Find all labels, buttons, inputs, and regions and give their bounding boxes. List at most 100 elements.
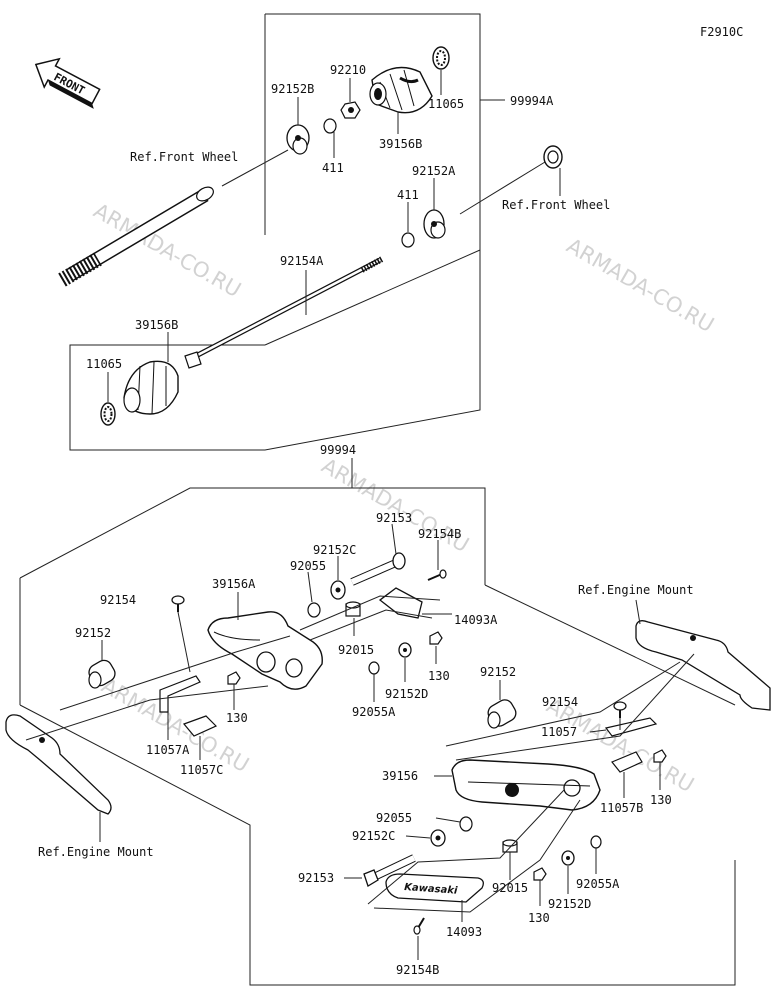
decal-text: Kawasaki xyxy=(404,882,458,897)
figure-code: F2910C xyxy=(700,25,743,39)
label-92015-bottom: 92015 xyxy=(492,881,528,895)
label-92055-top: 92055 xyxy=(290,559,326,573)
bottom-labels: 99994 92153 92154B 92152C 92055 39156A 9… xyxy=(38,443,694,977)
bolt-130-d xyxy=(533,867,547,881)
cap-11065-top xyxy=(432,46,450,70)
label-99994: 99994 xyxy=(320,443,356,457)
bolt-92153-top xyxy=(350,552,406,586)
screw-92154-right xyxy=(613,701,627,718)
decal-14093: Kawasaki xyxy=(385,873,484,903)
washer-92055A-bottom xyxy=(590,835,602,849)
label-130-a: 130 xyxy=(428,669,450,683)
front-wheel-axle xyxy=(58,186,214,287)
collar-92152B xyxy=(286,124,310,155)
label-92152C-bottom: 92152C xyxy=(352,829,395,843)
label-ref-front-wheel-right: Ref.Front Wheel xyxy=(502,198,610,212)
washer-92055-bottom xyxy=(459,816,473,832)
label-411-top: 411 xyxy=(322,161,344,175)
axle-92154A xyxy=(184,256,384,369)
label-92153-top: 92153 xyxy=(376,511,412,525)
front-arrow-icon: FRONT xyxy=(34,57,101,109)
label-11065-bottom: 11065 xyxy=(86,357,122,371)
label-130-c: 130 xyxy=(650,793,672,807)
label-39156: 39156 xyxy=(382,769,418,783)
label-11065-top: 11065 xyxy=(428,97,464,111)
label-92152-right: 92152 xyxy=(480,665,516,679)
collar-92152A xyxy=(423,209,446,239)
label-92153-bottom: 92153 xyxy=(298,871,334,885)
bracket-11057A xyxy=(159,675,201,713)
label-92055-bottom: 92055 xyxy=(376,811,412,825)
engine-mount-left xyxy=(5,714,112,815)
slider-39156B-bottom xyxy=(123,360,179,415)
collar-92152D-bottom xyxy=(561,850,575,866)
label-ref-engine-mount-left: Ref.Engine Mount xyxy=(38,845,154,859)
slider-39156B-top xyxy=(369,66,433,114)
watermark-3: ARMADA-CO.RU xyxy=(318,454,474,558)
label-11057C: 11057C xyxy=(180,763,223,777)
label-14093: 14093 xyxy=(446,925,482,939)
bracket-11057 xyxy=(604,717,658,737)
bolt-130-a xyxy=(429,631,443,645)
collar-92152C-bottom xyxy=(430,829,446,847)
bolt-130-b xyxy=(227,671,241,685)
label-92154-left: 92154 xyxy=(100,593,136,607)
washer-411-top xyxy=(323,118,337,134)
label-92154A: 92154A xyxy=(280,254,324,268)
watermark-2: ARMADA-CO.RU xyxy=(563,234,719,338)
spacer-92152-right xyxy=(487,699,517,729)
label-411-lower: 411 xyxy=(397,188,419,202)
bolt-130-c xyxy=(653,749,667,763)
label-92015-top: 92015 xyxy=(338,643,374,657)
spacer-92152-left xyxy=(88,659,116,689)
label-11057: 11057 xyxy=(541,725,577,739)
label-92154B-bottom: 92154B xyxy=(396,963,439,977)
bracket-11057C xyxy=(182,715,218,737)
label-99994A: 99994A xyxy=(510,94,554,108)
screw-92154B-top xyxy=(427,569,447,581)
bottom-kit-outline xyxy=(19,458,736,986)
washer-411-lower xyxy=(401,232,415,248)
label-92152A: 92152A xyxy=(412,164,456,178)
screw-92154-left xyxy=(171,595,185,612)
label-92154-right: 92154 xyxy=(542,695,578,709)
label-92152D-bottom: 92152D xyxy=(548,897,591,911)
label-92154B-top: 92154B xyxy=(418,527,461,541)
bottom-leaders xyxy=(25,523,695,960)
label-14093A: 14093A xyxy=(454,613,498,627)
label-92055A-top: 92055A xyxy=(352,705,396,719)
bracket-11057B xyxy=(611,751,643,773)
label-ref-front-wheel-left: Ref.Front Wheel xyxy=(130,150,238,164)
engine-mount-right xyxy=(635,620,771,711)
label-92210: 92210 xyxy=(330,63,366,77)
label-92152B: 92152B xyxy=(271,82,314,96)
collar-92152D-top xyxy=(398,642,412,658)
plate-14093A xyxy=(378,587,423,619)
front-wheel-spacer-right xyxy=(543,145,563,169)
slider-39156 xyxy=(451,759,601,811)
collar-92152C-top xyxy=(330,580,346,600)
label-39156A: 39156A xyxy=(212,577,256,591)
label-ref-engine-mount-right: Ref.Engine Mount xyxy=(578,583,694,597)
label-39156B-top: 39156B xyxy=(379,137,422,151)
label-11057A: 11057A xyxy=(146,743,190,757)
label-92152C-top: 92152C xyxy=(313,543,356,557)
top-labels: 92152B 92210 411 39156B 11065 99994A 921… xyxy=(86,63,610,371)
label-39156B-bottom: 39156B xyxy=(135,318,178,332)
label-130-b: 130 xyxy=(226,711,248,725)
top-leaders xyxy=(107,70,561,402)
washer-92055-top xyxy=(307,602,321,618)
nut-92210 xyxy=(340,101,361,119)
label-92152-left: 92152 xyxy=(75,626,111,640)
label-130-d: 130 xyxy=(528,911,550,925)
top-kit-outline xyxy=(69,13,505,451)
screw-92154B-bottom xyxy=(413,917,425,935)
collar-92015-top xyxy=(345,601,361,617)
label-92152D-top: 92152D xyxy=(385,687,428,701)
label-11057B: 11057B xyxy=(600,801,643,815)
cap-11065-bottom xyxy=(100,402,116,426)
bolt-92153-bottom xyxy=(363,854,416,887)
label-92055A-bottom: 92055A xyxy=(576,877,620,891)
